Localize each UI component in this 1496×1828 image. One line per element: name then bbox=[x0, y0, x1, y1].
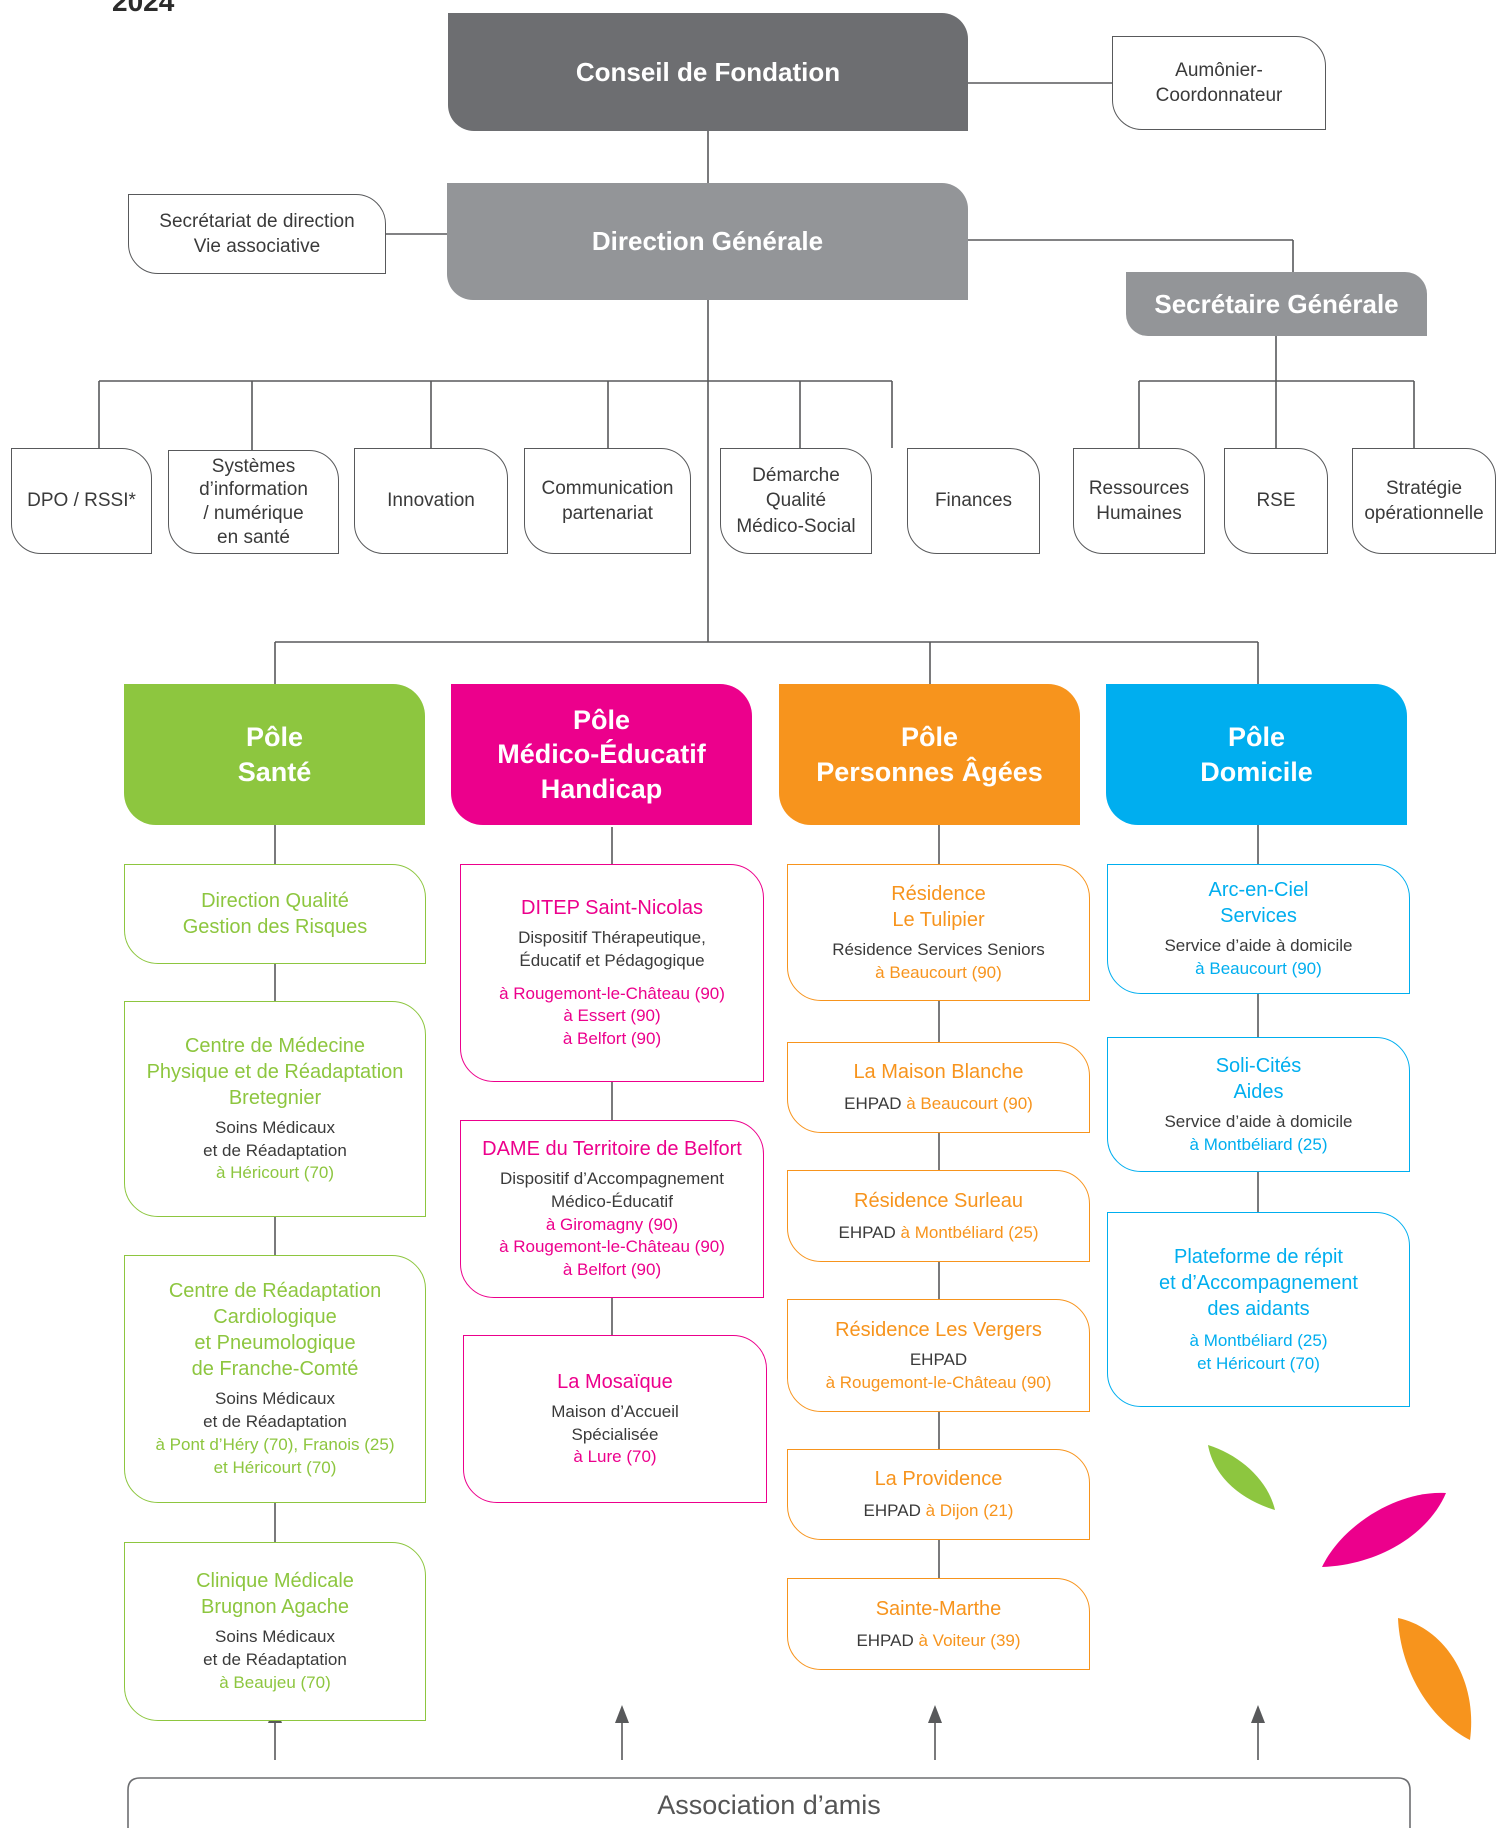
unit-description: EHPAD bbox=[838, 1222, 896, 1242]
unit-title: Clinique Médicale Brugnon Agache bbox=[196, 1570, 354, 1619]
unit-cmpr-bretegnier: Centre de Médecine Physique et de Réadap… bbox=[124, 1001, 426, 1217]
unit-centre-readaptation-cardiologique: Centre de Réadaptation Cardiologique et … bbox=[124, 1255, 426, 1503]
unit-title: Centre de Médecine Physique et de Réadap… bbox=[146, 1034, 404, 1109]
pole-medico-educatif-header: Pôle Médico-Éducatif Handicap bbox=[451, 684, 752, 825]
unit-location: à Rougemont-le-Château (90) bbox=[825, 1372, 1052, 1392]
unit-ditep-saint-nicolas: DITEP Saint-Nicolas Dispositif Thérapeut… bbox=[460, 864, 764, 1082]
pole-domicile-header: Pôle Domicile bbox=[1106, 684, 1407, 825]
service-systemes-information: Systèmes d’information / numérique en sa… bbox=[168, 450, 339, 554]
unit-description: Dispositif d’Accompagnement Médico-Éduca… bbox=[500, 1168, 724, 1211]
unit-location: à Montbéliard (25) bbox=[900, 1222, 1039, 1242]
unit-title: Sainte-Marthe bbox=[875, 1597, 1002, 1620]
pole-personnes-agees-header: Pôle Personnes Âgées bbox=[779, 684, 1080, 825]
unit-description: Dispositif Thérapeutique, Éducatif et Pé… bbox=[518, 927, 706, 970]
pole-sante-header: Pôle Santé bbox=[124, 684, 425, 825]
unit-residence-le-tulipier: Résidence Le Tulipier Résidence Services… bbox=[787, 864, 1090, 1001]
unit-description: Soins Médicaux et de Réadaptation bbox=[203, 1627, 347, 1670]
pink-leaf-decoration bbox=[1322, 1492, 1446, 1567]
unit-description: Service d’aide à domicile bbox=[1164, 1111, 1353, 1131]
unit-description-line: EHPAD à Dijon (21) bbox=[864, 1500, 1014, 1523]
unit-location: à Voiteur (39) bbox=[918, 1630, 1021, 1650]
unit-la-providence: La Providence EHPAD à Dijon (21) bbox=[787, 1449, 1090, 1540]
unit-description: EHPAD bbox=[856, 1630, 914, 1650]
unit-title: La Mosaïque bbox=[557, 1370, 673, 1393]
unit-sainte-marthe: Sainte-Marthe EHPAD à Voiteur (39) bbox=[787, 1578, 1090, 1670]
unit-description: EHPAD bbox=[909, 1349, 968, 1369]
service-strategie-operationnelle: Stratégie opérationnelle bbox=[1352, 448, 1496, 554]
service-demarche-qualite: Démarche Qualité Médico-Social bbox=[720, 448, 872, 554]
unit-location: à Giromagny (90) à Rougemont-le-Château … bbox=[499, 1214, 725, 1280]
unit-description: Maison d’Accueil Spécialisée bbox=[551, 1401, 679, 1444]
unit-description-line: EHPAD à Beaucourt (90) bbox=[844, 1093, 1033, 1116]
unit-la-mosaique: La Mosaïque Maison d’Accueil Spécialisée… bbox=[463, 1335, 767, 1503]
unit-title: DITEP Saint-Nicolas bbox=[521, 896, 703, 919]
unit-description: Service d’aide à domicile bbox=[1164, 936, 1353, 956]
association-amis-label: Association d’amis bbox=[657, 1790, 881, 1820]
orange-leaf-decoration bbox=[1398, 1618, 1472, 1740]
unit-location: à Beaucourt (90) bbox=[1195, 959, 1322, 978]
unit-location: à Héricourt (70) bbox=[215, 1163, 335, 1183]
unit-description: EHPAD bbox=[844, 1094, 902, 1114]
unit-residence-les-vergers: Résidence Les Vergers EHPAD à Rougemont-… bbox=[787, 1299, 1090, 1412]
unit-description-line: EHPAD à Voiteur (39) bbox=[856, 1630, 1020, 1653]
unit-location: à Montbéliard (25) bbox=[1189, 1134, 1328, 1154]
unit-title: Résidence Les Vergers bbox=[835, 1318, 1042, 1341]
unit-description-line: EHPAD à Montbéliard (25) bbox=[838, 1222, 1038, 1245]
unit-clinique-brugnon-agache: Clinique Médicale Brugnon Agache Soins M… bbox=[124, 1542, 426, 1721]
unit-title: Centre de Réadaptation Cardiologique et … bbox=[168, 1280, 382, 1381]
year-heading: 2024 bbox=[112, 0, 175, 17]
unit-location: à Dijon (21) bbox=[925, 1501, 1014, 1521]
unit-soli-cites-aides: Soli-Cités Aides Service d’aide à domici… bbox=[1107, 1037, 1410, 1172]
unit-location: à Lure (70) bbox=[573, 1447, 657, 1467]
unit-la-maison-blanche: La Maison Blanche EHPAD à Beaucourt (90) bbox=[787, 1042, 1090, 1133]
service-dpo-rssi: DPO / RSSI* bbox=[11, 448, 152, 554]
unit-location: à Beaucourt (90) bbox=[875, 962, 1002, 982]
unit-location: à Beaujeu (70) bbox=[219, 1672, 331, 1692]
unit-location: à Beaucourt (90) bbox=[906, 1094, 1033, 1114]
unit-title: La Providence bbox=[874, 1468, 1003, 1491]
unit-arc-en-ciel-services: Arc-en-Ciel Services Service d’aide à do… bbox=[1107, 864, 1410, 994]
direction-generale-box: Direction Générale bbox=[447, 183, 968, 300]
unit-dame-territoire-belfort: DAME du Territoire de Belfort Dispositif… bbox=[460, 1120, 764, 1298]
service-rse: RSE bbox=[1224, 448, 1328, 554]
secretaire-generale-box: Secrétaire Générale bbox=[1126, 272, 1427, 336]
unit-description: EHPAD bbox=[863, 1501, 921, 1521]
service-innovation: Innovation bbox=[354, 448, 508, 554]
service-ressources-humaines: Ressources Humaines bbox=[1073, 448, 1205, 554]
unit-title: DAME du Territoire de Belfort bbox=[482, 1137, 742, 1160]
secretariat-direction-box: Secrétariat de direction Vie associative bbox=[128, 194, 386, 274]
association-outline bbox=[127, 1777, 1411, 1828]
unit-title: La Maison Blanche bbox=[853, 1061, 1024, 1084]
unit-location: à Rougemont-le-Château (90) à Essert (90… bbox=[499, 983, 725, 1049]
unit-title: Direction Qualité Gestion des Risques bbox=[182, 890, 368, 938]
unit-description: Soins Médicaux et de Réadaptation bbox=[203, 1117, 347, 1160]
unit-direction-qualite: Direction Qualité Gestion des Risques bbox=[124, 864, 426, 964]
unit-plateforme-de-repit: Plateforme de répit et d’Accompagnement … bbox=[1107, 1212, 1410, 1407]
conseil-de-fondation-box: Conseil de Fondation bbox=[448, 13, 968, 131]
unit-title: Plateforme de répit et d’Accompagnement … bbox=[1158, 1245, 1358, 1320]
service-communication-partenariat: Communication partenariat bbox=[524, 448, 691, 554]
aumonier-coordonnateur-box: Aumônier- Coordonnateur bbox=[1112, 36, 1326, 130]
unit-title: Résidence Surleau bbox=[854, 1189, 1023, 1212]
unit-residence-surleau: Résidence Surleau EHPAD à Montbéliard (2… bbox=[787, 1170, 1090, 1262]
unit-location: à Montbéliard (25) et Héricourt (70) bbox=[1189, 1330, 1328, 1373]
service-finances: Finances bbox=[907, 448, 1040, 554]
unit-title: Soli-Cités Aides bbox=[1215, 1054, 1302, 1103]
unit-description: Résidence Services Seniors bbox=[832, 939, 1045, 959]
unit-description: Soins Médicaux et de Réadaptation bbox=[203, 1389, 347, 1432]
unit-location: à Pont d’Héry (70), Franois (25) et Héri… bbox=[155, 1435, 395, 1477]
green-leaf-decoration bbox=[1208, 1445, 1275, 1510]
unit-title: Arc-en-Ciel Services bbox=[1208, 879, 1309, 928]
unit-title: Résidence Le Tulipier bbox=[891, 882, 986, 931]
